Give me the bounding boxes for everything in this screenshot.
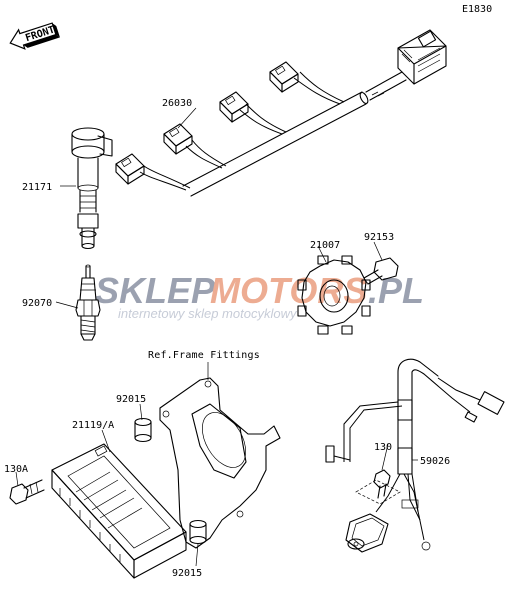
sensor-screw bbox=[373, 469, 391, 499]
front-arrow-icon: FRONT bbox=[9, 22, 60, 50]
part-number-130a: 130A bbox=[4, 464, 28, 475]
ecu-unit bbox=[51, 443, 187, 579]
part-number-21119a: 21119/A bbox=[72, 420, 114, 431]
watermark: SKLEP MOTORS .PL internetowy sklep motoc… bbox=[95, 270, 424, 321]
spark-plug bbox=[75, 264, 101, 341]
part-number-92153: 92153 bbox=[364, 232, 394, 243]
part-number-26030: 26030 bbox=[162, 98, 192, 109]
coil-connector-4 bbox=[269, 61, 299, 93]
watermark-brand-tld: .PL bbox=[368, 270, 424, 311]
part-number-21007: 21007 bbox=[310, 240, 340, 251]
timing-rotor bbox=[297, 255, 371, 335]
part-number-92015-upper: 92015 bbox=[116, 394, 146, 405]
ignition-harness bbox=[115, 29, 447, 197]
mounting-screw bbox=[9, 479, 45, 505]
sub-harness-sensor bbox=[345, 513, 389, 553]
part-number-92015-lower: 92015 bbox=[172, 568, 202, 579]
frame-bracket bbox=[159, 377, 281, 549]
part-number-21171: 21171 bbox=[22, 182, 52, 193]
harness-main-connector bbox=[397, 29, 447, 85]
rubber-damper-upper bbox=[134, 417, 152, 443]
coil-connector-1 bbox=[115, 153, 145, 185]
rubber-damper-lower bbox=[189, 519, 207, 545]
callout-leaders bbox=[15, 107, 418, 567]
part-number-59026: 59026 bbox=[420, 456, 450, 467]
ref-frame-fittings-note: Ref.Frame Fittings bbox=[148, 350, 260, 361]
part-number-92070: 92070 bbox=[22, 298, 52, 309]
coil-connector-3 bbox=[219, 91, 249, 123]
coil-connector-2 bbox=[163, 123, 193, 155]
diagram-id: E1830 bbox=[462, 4, 492, 15]
rotor-bolt bbox=[363, 257, 399, 285]
sub-harness bbox=[325, 358, 505, 553]
watermark-brand-right: MOTORS bbox=[210, 270, 367, 311]
watermark-tagline: internetowy sklep motocyklowy bbox=[118, 306, 298, 321]
watermark-brand-left: SKLEP bbox=[95, 270, 216, 311]
part-number-130: 130 bbox=[374, 442, 392, 453]
stick-ignition-coil bbox=[71, 127, 113, 250]
